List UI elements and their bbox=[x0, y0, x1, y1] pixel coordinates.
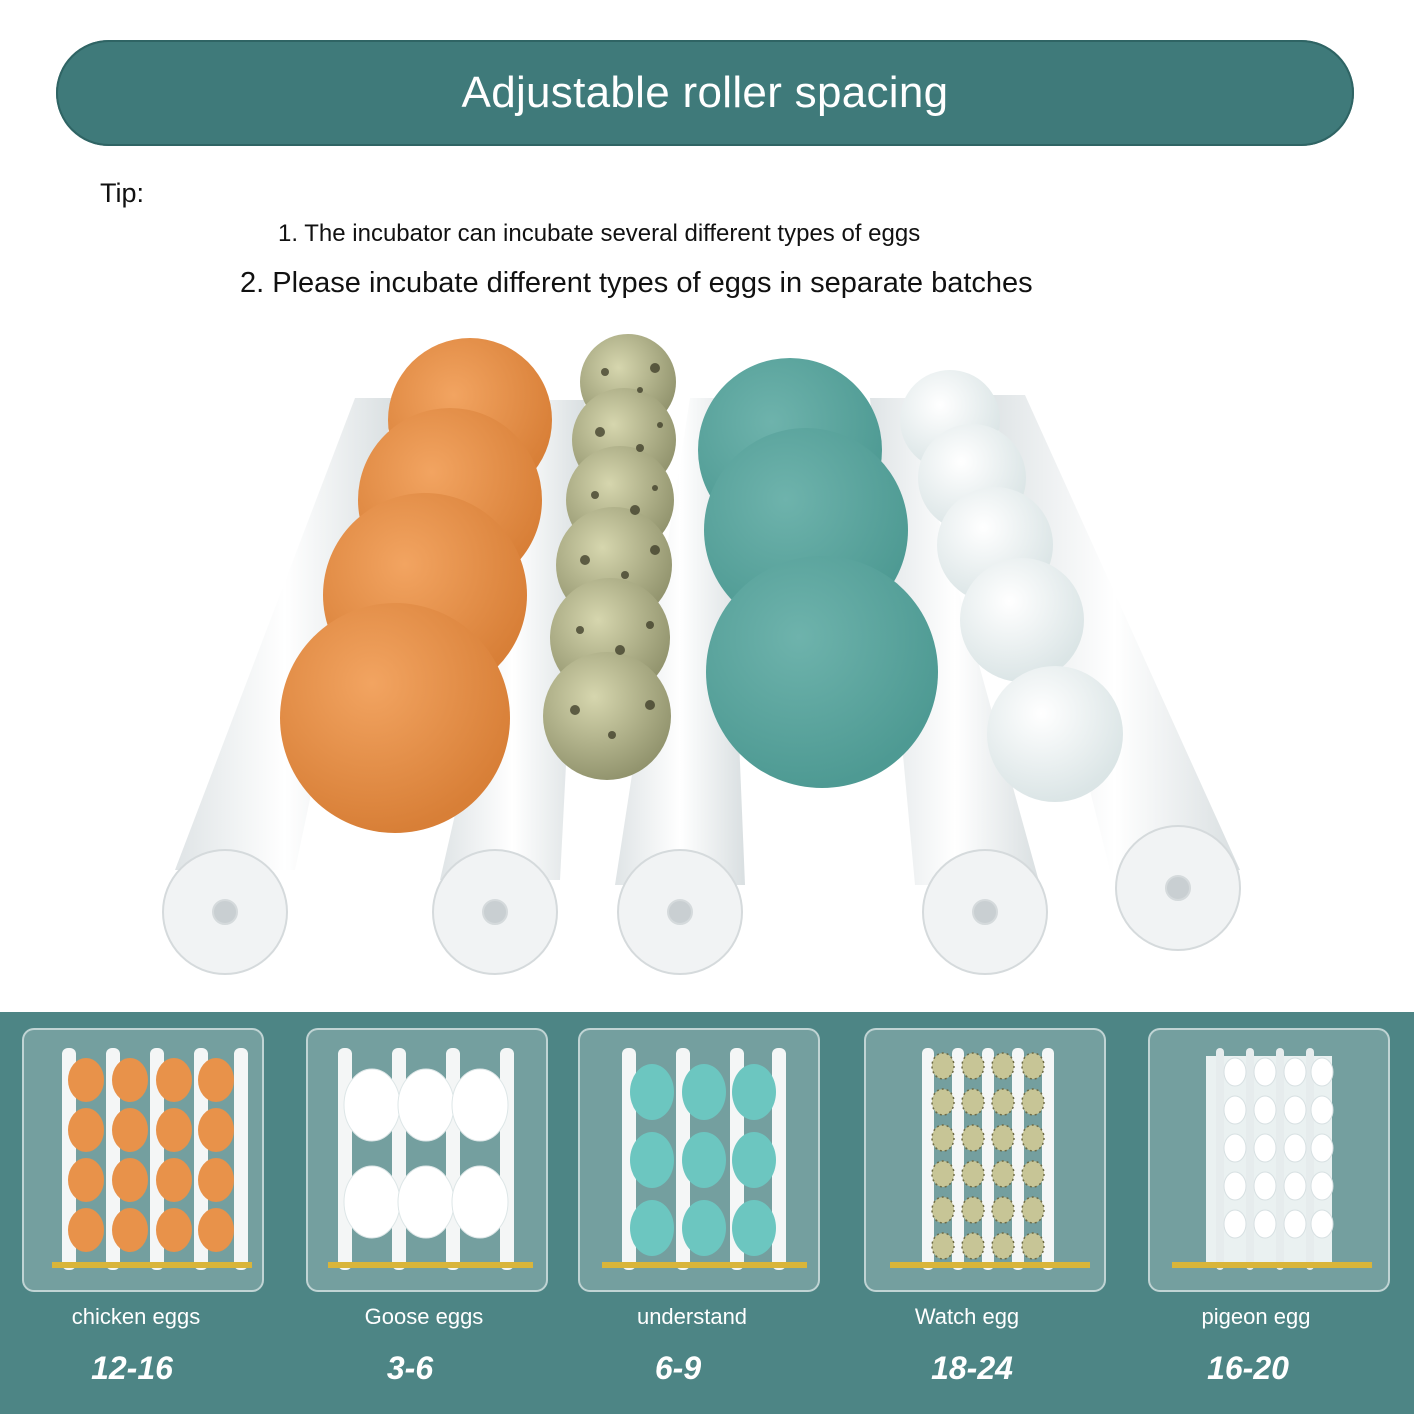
egg-type-name: chicken eggs bbox=[71, 1304, 201, 1329]
page-title: Adjustable roller spacing bbox=[461, 68, 949, 117]
gear-5 bbox=[1115, 825, 1241, 951]
egg-type-panel: chicken eggs 12-16 Goose eggs 3-6 unders… bbox=[0, 1012, 1414, 1414]
chicken-tray-illustration bbox=[52, 1048, 252, 1270]
goose-tray-illustration bbox=[328, 1048, 533, 1270]
egg-type-count: 6-9 bbox=[654, 1350, 702, 1386]
egg-type-count: 3-6 bbox=[386, 1350, 434, 1386]
tip-label: Tip: bbox=[100, 178, 145, 208]
gear-3 bbox=[617, 849, 743, 975]
egg-type-name: Goose eggs bbox=[364, 1304, 484, 1329]
egg-type-count: 12-16 bbox=[91, 1350, 173, 1386]
egg-type-name: pigeon egg bbox=[1201, 1304, 1311, 1329]
duck-tray-illustration bbox=[602, 1048, 807, 1270]
gear-1 bbox=[162, 849, 288, 975]
egg-card-chicken bbox=[22, 1028, 264, 1292]
pigeon-tray-illustration bbox=[1172, 1048, 1372, 1270]
roller-5 bbox=[990, 395, 1240, 870]
egg-card-duck bbox=[578, 1028, 820, 1292]
chicken-egg-group bbox=[280, 338, 552, 833]
duck-egg-group bbox=[698, 358, 938, 788]
egg-card-quail bbox=[864, 1028, 1106, 1292]
quail-tray-illustration bbox=[890, 1048, 1090, 1270]
egg-card-pigeon bbox=[1148, 1028, 1390, 1292]
egg-card-goose bbox=[306, 1028, 548, 1292]
quail-egg-group bbox=[543, 334, 676, 780]
pigeon-egg-group bbox=[900, 370, 1123, 802]
gear-4 bbox=[922, 849, 1048, 975]
egg-type-count: 18-24 bbox=[931, 1350, 1013, 1386]
tip-line-2: 2. Please incubate different types of eg… bbox=[240, 267, 1033, 299]
egg-type-count: 16-20 bbox=[1207, 1350, 1289, 1386]
roller-1 bbox=[175, 398, 395, 870]
gear-2 bbox=[432, 849, 558, 975]
egg-type-name: Watch egg bbox=[914, 1304, 1020, 1329]
tip-line-1: 1. The incubator can incubate several di… bbox=[278, 220, 921, 247]
egg-type-name: understand bbox=[636, 1304, 748, 1329]
title-banner: Adjustable roller spacing bbox=[56, 40, 1354, 146]
roller-illustration bbox=[162, 334, 1241, 975]
